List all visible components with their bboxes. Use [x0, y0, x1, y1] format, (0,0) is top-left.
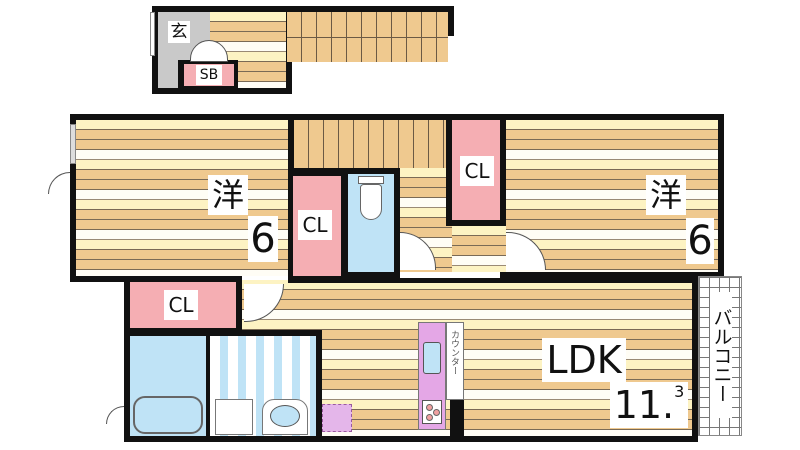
closet-right-label: CL	[460, 156, 494, 186]
bathtub	[133, 396, 203, 434]
western-room-right-size: 6	[686, 218, 714, 264]
stove-burner-icon	[433, 409, 440, 416]
fridge-space	[322, 404, 352, 432]
ldk-right-wall	[692, 280, 698, 440]
western-room-left-type: 洋	[208, 175, 248, 215]
western-room-left-exterior-door[interactable]	[48, 172, 70, 194]
toilet-bowl	[360, 184, 382, 220]
ldk-size-main: 11.	[613, 383, 675, 427]
main-outer-wall-right-upper	[718, 114, 724, 280]
shoe-box-label: SB	[196, 65, 222, 85]
western-room-left-window[interactable]	[70, 124, 76, 164]
counter-label: カウンター	[449, 330, 459, 375]
counter-top	[446, 322, 464, 400]
stove-burner-icon	[426, 414, 433, 421]
washing-machine-space	[215, 399, 253, 435]
closet-left-vertical-label: CL	[298, 210, 332, 240]
entrance-door-opening[interactable]	[150, 12, 155, 56]
ldk-top-wall	[288, 278, 700, 283]
stove-burner-icon	[426, 404, 433, 411]
western-room-right-type: 洋	[646, 175, 686, 215]
kitchen-sink	[423, 342, 441, 374]
washbasin-bowl	[270, 405, 300, 427]
counter-end-wall	[450, 400, 464, 436]
top-stairs-midline	[287, 37, 448, 38]
main-outer-wall-left-upper	[70, 114, 76, 282]
balcony-label: バルコニー	[710, 292, 733, 418]
main-outer-wall-bottom	[124, 436, 698, 442]
bathroom-exterior-door[interactable]	[106, 406, 124, 424]
ldk-size-label: 11. 3	[610, 382, 688, 428]
ldk-size-decimal: 3	[674, 382, 685, 401]
hallway-lower-floor	[452, 226, 506, 272]
ldk-type-label: LDK	[542, 338, 626, 382]
entrance-label: 玄	[168, 21, 190, 43]
closet-bottom-label: CL	[164, 290, 198, 320]
kitchen-stove	[422, 400, 442, 424]
western-room-right-bottom-wall	[500, 272, 724, 278]
western-room-left-size: 6	[248, 216, 278, 262]
center-stairs	[294, 120, 446, 168]
toilet-tank	[358, 176, 384, 184]
